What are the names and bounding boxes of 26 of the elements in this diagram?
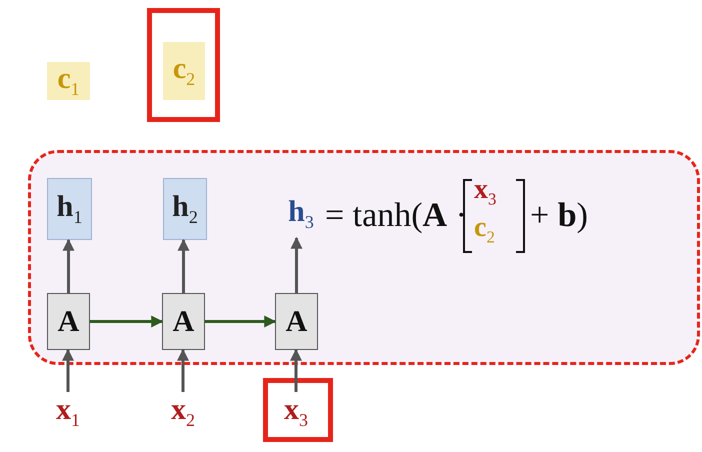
hidden-state-box: h$_{1}$ bbox=[47, 178, 92, 240]
formula-text: x$_{3}$ bbox=[474, 174, 496, 210]
input-label: x$_{1}$ bbox=[48, 392, 88, 432]
arrow bbox=[177, 348, 189, 392]
formula-term: h$_{3}$ bbox=[280, 190, 322, 238]
arrow bbox=[290, 236, 302, 293]
arrow bbox=[205, 316, 276, 328]
arrow bbox=[90, 316, 164, 328]
highlight-frame bbox=[147, 8, 220, 122]
formula-text: = tanh(A · bbox=[325, 197, 467, 235]
rnn-cell-box: A bbox=[47, 293, 90, 350]
arrow bbox=[290, 348, 302, 392]
highlight-frame bbox=[263, 378, 333, 442]
formula-text: + b) bbox=[530, 197, 588, 235]
rnn-cell-box: A bbox=[275, 293, 318, 350]
input-label: x$_{3}$ bbox=[276, 392, 316, 432]
hidden-state-box: h$_{2}$ bbox=[163, 178, 207, 240]
rnn-cell-box: A bbox=[162, 293, 205, 350]
arrow bbox=[62, 348, 74, 392]
arrow bbox=[178, 238, 190, 293]
context-box: c$_{1}$ bbox=[47, 62, 90, 100]
input-label: x$_{2}$ bbox=[163, 392, 203, 432]
arrow bbox=[62, 238, 74, 293]
formula-text: c$_{2}$ bbox=[474, 212, 495, 248]
dashed-region bbox=[28, 150, 700, 365]
context-box: c$_{2}$ bbox=[163, 42, 205, 100]
